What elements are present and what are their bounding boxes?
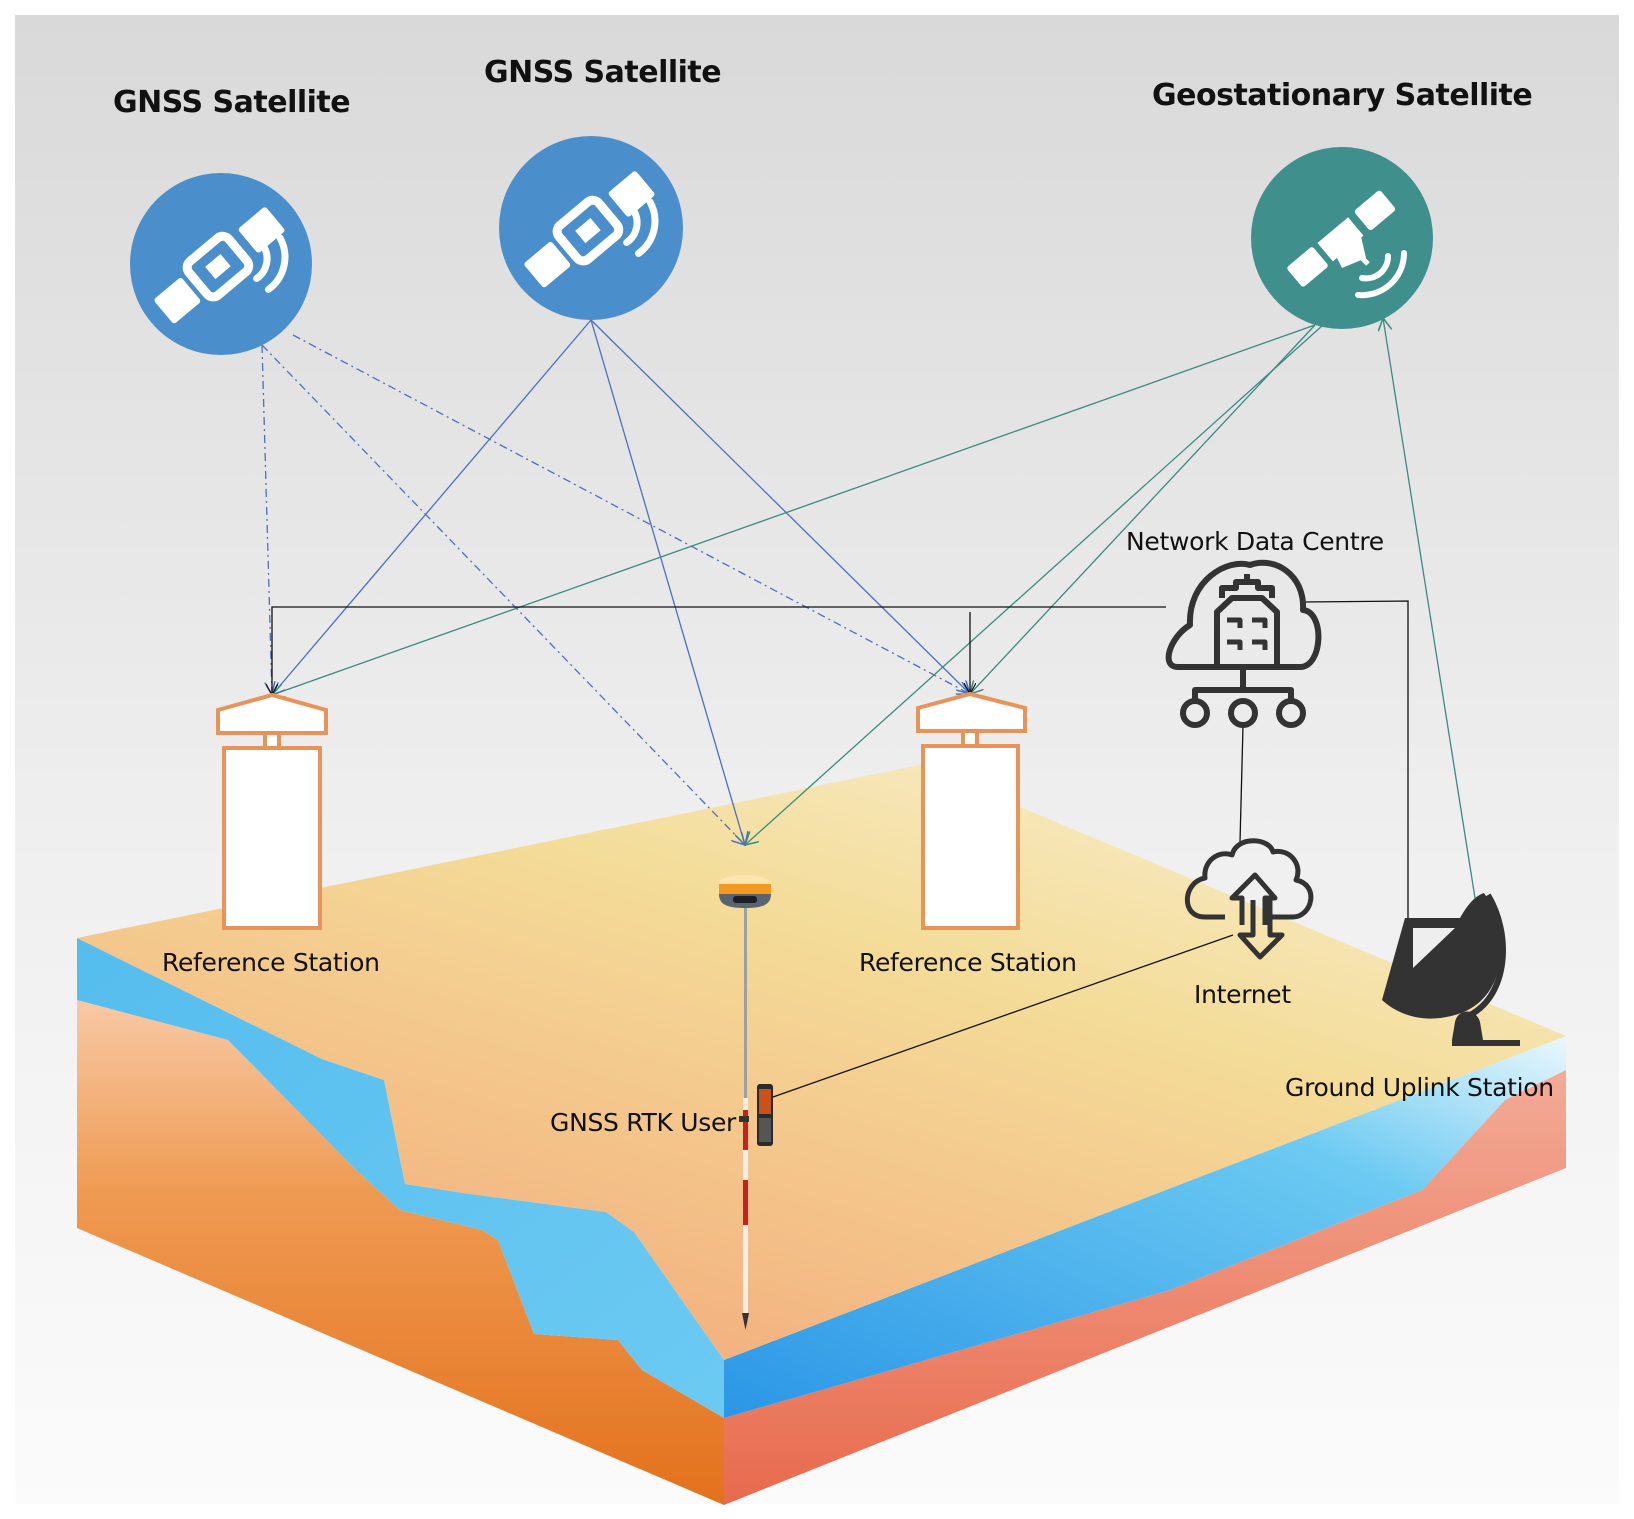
reference-station-1-label: Reference Station	[162, 948, 380, 977]
signal-links	[261, 318, 1476, 1098]
ground-uplink-dish-icon[interactable]	[1382, 893, 1520, 1046]
reference-station-2[interactable]	[916, 691, 1027, 930]
network-data-centre-label: Network Data Centre	[1126, 527, 1384, 556]
link-geo-to-ref-station-2	[970, 324, 1316, 694]
water-layer-right	[724, 1036, 1566, 1418]
field-controller-icon	[739, 1084, 773, 1146]
satellite-icon	[154, 207, 289, 324]
reference-station-2-label: Reference Station	[859, 948, 1077, 977]
link-ground-uplink-to-geo	[1383, 318, 1476, 899]
satellite-icon	[1287, 190, 1408, 299]
link-network-data-centre-to-internet	[1239, 725, 1244, 843]
soil-layer-right	[724, 1070, 1566, 1505]
link-gnss1-to-rtk-user	[261, 344, 745, 845]
gnss-satellite-1[interactable]	[130, 173, 312, 355]
reference-station-1[interactable]	[216, 692, 328, 930]
rover-pole-upper	[744, 908, 747, 1098]
link-internet-to-rtk-user	[772, 934, 1234, 1098]
link-network-data-centre-to-ground-uplink	[1302, 600, 1409, 918]
internet-label: Internet	[1194, 980, 1291, 1009]
gnss-satellite-1-label: GNSS Satellite	[113, 85, 351, 120]
gnss-satellite-2-label: GNSS Satellite	[484, 55, 722, 90]
link-gnss2-to-ref-station-1	[272, 319, 592, 695]
link-geo-to-rtk-user	[745, 324, 1324, 845]
gnss-rtk-rover[interactable]	[719, 875, 773, 1330]
soil-layer-left	[77, 938, 724, 1505]
satellite-icon	[524, 171, 659, 288]
rtk-user-label: GNSS RTK User	[550, 1108, 737, 1137]
water-layer-left	[77, 938, 724, 1418]
internet-cloud-icon[interactable]	[1184, 838, 1314, 960]
link-gnss1-to-ref-station-1	[261, 344, 272, 695]
ground-uplink-station-label: Ground Uplink Station	[1285, 1073, 1554, 1102]
gnss-receiver-icon	[719, 875, 771, 908]
gnss-satellite-2[interactable]	[499, 136, 683, 320]
geostationary-satellite[interactable]	[1251, 147, 1433, 329]
network-data-centre-icon[interactable]	[1165, 559, 1322, 728]
geostationary-satellite-label: Geostationary Satellite	[1152, 78, 1533, 113]
link-gnss1-to-ref-station-2	[292, 334, 970, 694]
link-gnss2-to-rtk-user	[590, 319, 745, 845]
link-ref-station-1-to-network-data-centre	[272, 606, 1166, 695]
link-gnss2-to-ref-station-2	[590, 319, 970, 694]
link-geo-to-ref-station-1	[272, 324, 1316, 695]
